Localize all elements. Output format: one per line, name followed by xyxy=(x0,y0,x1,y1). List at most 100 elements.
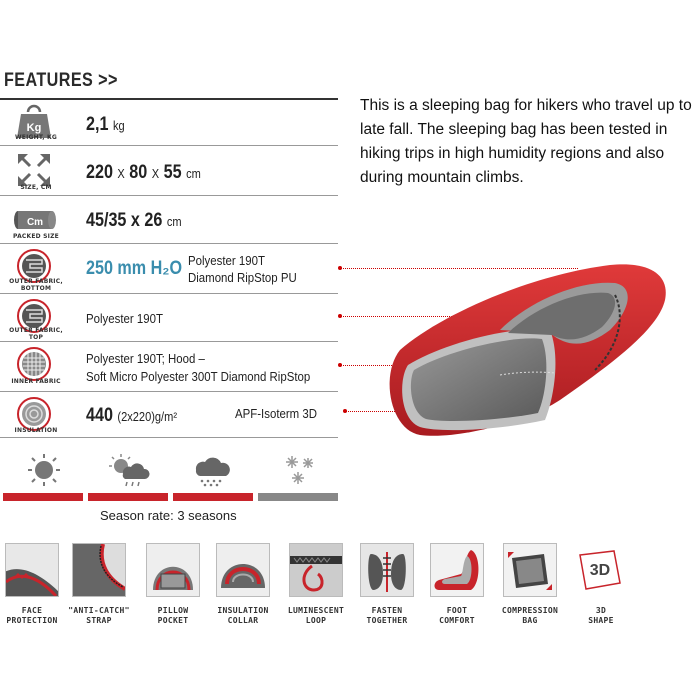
divider xyxy=(0,437,338,438)
insulation-number: 440 xyxy=(86,405,113,426)
anti-catch-strap-icon xyxy=(72,543,126,597)
feature-label-line: PROTECTION xyxy=(6,616,58,625)
packed-size-value: 45/35 x 26 cm xyxy=(86,210,182,232)
compression-bag-icon xyxy=(503,543,557,597)
inner-fabric-label: INNER FABRIC xyxy=(11,378,61,385)
feature-label-anti-catch-strap: "ANTI-CATCH" STRAP xyxy=(59,606,139,626)
outer-bottom-label-line-1: OUTER FABRIC, xyxy=(9,278,63,285)
sleeping-bag-cross-section xyxy=(389,264,666,436)
feature-label-line: "ANTI-CATCH" xyxy=(68,606,130,615)
outer-bottom-label: OUTER FABRIC, BOTTOM xyxy=(4,278,68,292)
divider xyxy=(0,145,338,146)
insulation-text: APF-Isoterm 3D xyxy=(235,406,318,421)
feature-label-line: LUMINESCENT xyxy=(287,606,345,615)
product-description: This is a sleeping bag for hikers who tr… xyxy=(360,97,692,186)
packed-size-label: PACKED SIZE xyxy=(13,233,59,240)
outer-bottom-text-2: Diamond RipStop PU xyxy=(188,270,297,285)
feature-label-face-protection: FACE PROTECTION xyxy=(0,606,72,626)
packed-bag-icon: Cm xyxy=(10,198,58,242)
feature-label-fasten-together: FASTEN TOGETHER xyxy=(347,606,427,626)
features-title: FEATURES >> xyxy=(4,70,118,91)
feature-label-luminescent-loop: LUMINESCENT LOOP xyxy=(276,606,356,626)
feature-label-line: LOOP xyxy=(305,616,327,625)
divider xyxy=(0,98,338,100)
weight-value: 2,1 kg xyxy=(86,114,125,136)
insulation-collar-icon xyxy=(216,543,270,597)
size-arrows-icon xyxy=(12,148,56,192)
foot-comfort-icon xyxy=(430,543,484,597)
feature-label-compression-bag: COMPRESSION BAG xyxy=(490,606,570,626)
feature-label-line: COLLAR xyxy=(227,616,259,625)
size-length: 220 xyxy=(86,162,113,183)
weight-unit: kg xyxy=(112,118,125,133)
inner-text-2: Soft Micro Polyester 300T Diamond RipSto… xyxy=(86,369,311,384)
insulation-icon xyxy=(12,394,56,438)
cloud-rain-icon xyxy=(195,457,230,487)
sun-icon xyxy=(28,454,60,486)
size-x-2: X xyxy=(151,166,160,181)
feature-label-line: STRAP xyxy=(86,616,112,625)
divider xyxy=(0,293,338,294)
outer-top-text: Polyester 190T xyxy=(86,311,163,326)
insulation-paren: (2x220) xyxy=(117,409,155,424)
outer-top-label: OUTER FABRIC, TOP xyxy=(4,327,68,341)
inner-fabric-icon xyxy=(12,344,56,388)
outer-bottom-text-1: Polyester 190T xyxy=(188,253,265,268)
size-unit: cm xyxy=(186,166,201,181)
3d-icon-text: 3D xyxy=(590,562,610,579)
leader-dot xyxy=(343,409,347,413)
size-width: 80 xyxy=(129,162,148,183)
leader-dot xyxy=(338,314,342,318)
divider xyxy=(0,195,338,196)
feature-label-line: FACE xyxy=(21,606,43,615)
size-label: SIZE, CM xyxy=(20,184,52,191)
feature-label-insulation-collar: INSULATION COLLAR xyxy=(203,606,283,626)
size-value: 220 X 80 X 55 cm xyxy=(86,162,201,184)
outer-fabric-top-icon xyxy=(12,296,56,340)
outer-fabric-bottom-icon xyxy=(12,246,56,290)
weight-number: 2,1 xyxy=(86,114,109,135)
feature-label-line: FOOT xyxy=(446,606,468,615)
feature-label-line: TOGETHER xyxy=(366,616,408,625)
season-bar-3 xyxy=(173,493,253,501)
outer-top-label-line-1: OUTER FABRIC, xyxy=(9,327,63,334)
packed-size-number: 45/35 x 26 xyxy=(86,210,163,231)
3d-shape-icon: 3D xyxy=(574,543,628,597)
feature-label-line: POCKET xyxy=(157,616,189,625)
feature-label-line: COMFORT xyxy=(439,616,475,625)
face-protection-icon xyxy=(5,543,59,597)
season-bar-1 xyxy=(3,493,83,501)
packed-icon-text: Cm xyxy=(27,217,43,228)
leader-dot xyxy=(338,266,342,270)
divider xyxy=(0,341,338,342)
outer-top-label-line-2: TOP xyxy=(28,334,44,341)
weight-label: WEIGHT, KG xyxy=(14,134,58,141)
leader-line xyxy=(340,268,578,269)
season-rate-text: Season rate: 3 seasons xyxy=(100,508,237,523)
size-height: 55 xyxy=(163,162,182,183)
waterproof-value: 250 mm H₂O xyxy=(86,258,183,279)
leader-dot xyxy=(338,363,342,367)
feature-label-line: PILLOW xyxy=(157,606,189,615)
pillow-pocket-icon xyxy=(146,543,200,597)
sun-cloud-rain-icon xyxy=(109,454,150,487)
outer-bottom-label-line-2: BOTTOM xyxy=(20,285,52,292)
season-bar-4 xyxy=(258,493,338,501)
weight-kg-icon: Kg xyxy=(12,100,56,144)
size-x-1: X xyxy=(117,166,125,181)
insulation-value: 440 (2x220)g/m² xyxy=(86,405,177,427)
divider xyxy=(0,243,338,244)
inner-text-1: Polyester 190T; Hood – xyxy=(86,351,205,366)
divider xyxy=(0,391,338,392)
season-bar-2 xyxy=(88,493,168,501)
feature-label-line: FASTEN xyxy=(371,606,403,615)
luminescent-loop-icon xyxy=(289,543,343,597)
weight-icon-text: Kg xyxy=(27,122,42,134)
feature-label-foot-comfort: FOOT COMFORT xyxy=(417,606,497,626)
feature-label-line: BAG xyxy=(522,616,538,625)
insulation-unit: g/m² xyxy=(154,409,178,424)
feature-label-line: 3D xyxy=(595,606,607,615)
snowflakes-icon xyxy=(286,456,313,484)
packed-size-unit: cm xyxy=(166,214,182,229)
feature-label-3d-shape: 3D SHAPE xyxy=(561,606,641,626)
